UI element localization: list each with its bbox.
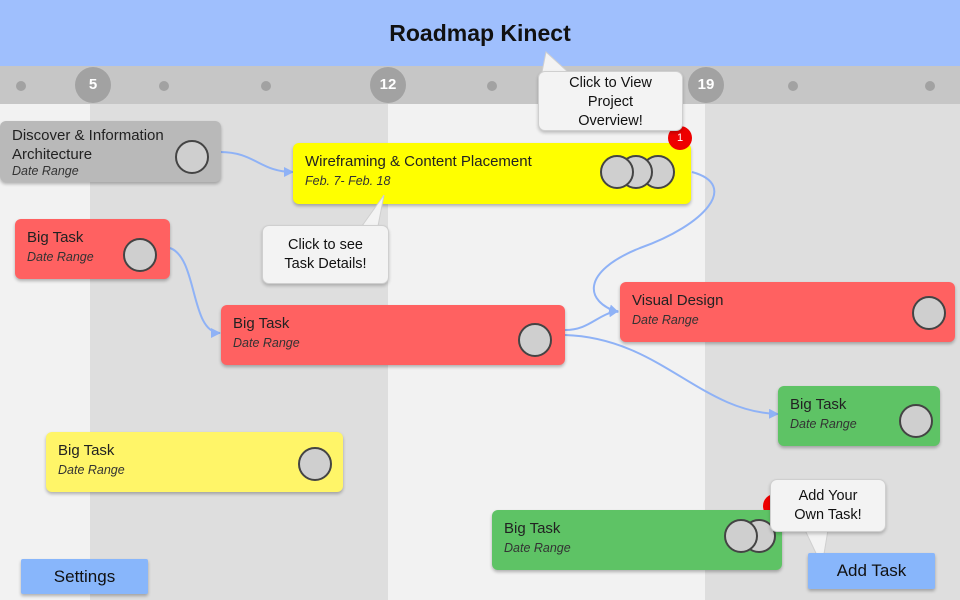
assignee-avatar[interactable] — [724, 519, 758, 553]
task-date: Date Range — [58, 463, 125, 477]
callout-line: Project — [587, 94, 634, 110]
task-date: Feb. 7- Feb. 18 — [305, 174, 391, 188]
task-card-wireframing[interactable]: Wireframing & Content Placement Feb. 7- … — [293, 143, 691, 204]
timeline-tick — [925, 81, 935, 91]
dependency-link — [564, 334, 779, 419]
assignee-avatar[interactable] — [175, 140, 209, 174]
task-name: Wireframing & Content Placement — [305, 153, 532, 170]
task-card-big-task-5[interactable]: Big Task Date Range — [492, 510, 782, 570]
task-card-big-task-4[interactable]: Big Task Date Range — [46, 432, 343, 492]
task-card-visual-design[interactable]: Visual Design Date Range — [620, 282, 955, 342]
timeline-tick — [788, 81, 798, 91]
callout-project-overview[interactable]: Click to View Project Overview! — [538, 71, 683, 131]
timeline-marker-3[interactable]: 19 — [688, 67, 724, 103]
assignee-avatar[interactable] — [123, 238, 157, 272]
timeline-tick — [487, 81, 497, 91]
timeline-bar: 5 12 19 — [0, 66, 960, 104]
timeline-marker-2[interactable]: 12 — [370, 67, 406, 103]
dependency-link — [593, 171, 716, 315]
timeline-tick — [16, 81, 26, 91]
callout-task-details[interactable]: Click to see Task Details! — [262, 225, 389, 284]
assignee-avatar[interactable] — [600, 155, 634, 189]
dependency-link — [169, 247, 221, 338]
task-date: Date Range — [27, 250, 94, 264]
assignee-avatar[interactable] — [298, 447, 332, 481]
callout-line: Task Details! — [284, 256, 367, 272]
task-card-big-task-1[interactable]: Big Task Date Range — [15, 219, 170, 279]
callout-pointer — [361, 194, 385, 227]
add-task-button[interactable]: Add Task — [808, 553, 935, 589]
task-date: Date Range — [12, 164, 79, 178]
timeline-marker-1[interactable]: 5 — [75, 67, 111, 103]
assignee-avatar[interactable] — [899, 404, 933, 438]
task-date: Date Range — [233, 336, 300, 350]
task-name: Big Task — [233, 315, 290, 332]
callout-add-task[interactable]: Add Your Own Task! — [770, 479, 886, 532]
task-name: Big Task — [790, 396, 847, 413]
assignee-avatar[interactable] — [518, 323, 552, 357]
callout-line: Click to see — [288, 237, 363, 253]
task-name: Big Task — [504, 520, 561, 537]
task-date: Date Range — [790, 417, 857, 431]
callout-pointer — [541, 51, 570, 73]
task-name: Visual Design — [632, 292, 724, 309]
task-date: Date Range — [504, 541, 571, 555]
callout-line: Overview! — [578, 113, 643, 129]
dependency-link — [219, 151, 294, 177]
timeline-tick — [261, 81, 271, 91]
task-name: Big Task — [27, 229, 84, 246]
callout-line: Add Your — [798, 488, 858, 504]
task-name: Big Task — [58, 442, 115, 459]
task-date: Date Range — [632, 313, 699, 327]
timeline-tick — [159, 81, 169, 91]
task-card-big-task-2[interactable]: Big Task Date Range — [221, 305, 565, 365]
settings-button[interactable]: Settings — [21, 559, 148, 594]
app-title: Roadmap Kinect — [389, 20, 571, 46]
task-card-big-task-3[interactable]: Big Task Date Range — [778, 386, 940, 446]
app-header: Roadmap Kinect — [0, 0, 960, 66]
callout-line: Own Task! — [794, 507, 862, 523]
callout-line: Click to View — [569, 75, 652, 91]
assignee-avatar[interactable] — [912, 296, 946, 330]
dependency-link — [564, 307, 619, 331]
